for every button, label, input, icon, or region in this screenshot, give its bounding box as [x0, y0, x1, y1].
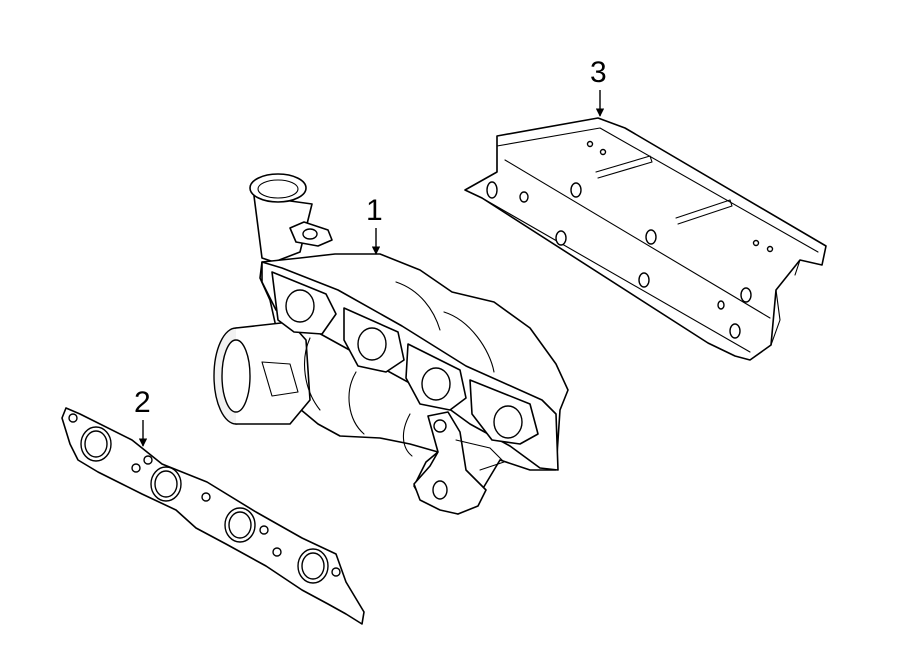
gasket-part-2[interactable] — [61, 407, 365, 625]
heat-shield-part-3[interactable] — [464, 117, 827, 361]
callout-2-label: 2 — [134, 386, 151, 419]
turbocharger-manifold-part-1[interactable] — [213, 173, 569, 515]
callout-3-label: 3 — [590, 56, 607, 89]
callout-1-label: 1 — [366, 194, 383, 227]
